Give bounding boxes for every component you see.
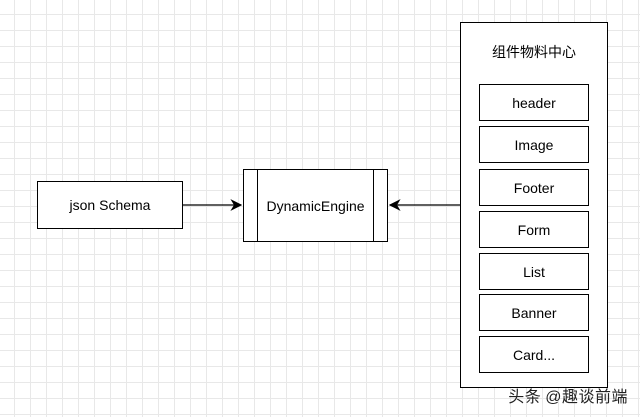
component-item-label: Image [514,136,554,153]
dynamic-engine-label: DynamicEngine [266,197,365,214]
watermark: 头条 @趣谈前端 [508,383,628,407]
component-item-label: List [523,263,545,280]
json-schema-node[interactable]: json Schema [37,181,183,229]
component-item-label: Form [517,221,551,238]
component-item-card[interactable]: Card... [479,336,589,373]
json-schema-label: json Schema [69,197,151,213]
component-item-footer[interactable]: Footer [479,169,589,206]
component-item-banner[interactable]: Banner [479,294,589,331]
component-item-list[interactable]: List [479,253,589,290]
dynamic-engine-node[interactable]: DynamicEngine [243,169,388,242]
component-item-header[interactable]: header [479,84,589,121]
watermark-brand: 头条 [508,389,542,406]
component-item-label: Banner [511,304,557,321]
component-item-label: header [512,94,556,111]
component-item-form[interactable]: Form [479,211,589,248]
component-item-label: Footer [513,179,555,196]
watermark-handle: @趣谈前端 [545,389,628,406]
component-item-label: Card... [512,346,555,363]
engine-right-bar [373,170,374,241]
engine-left-bar [257,170,258,241]
component-item-image[interactable]: Image [479,126,589,163]
component-center-title: 组件物料中心 [492,44,576,60]
